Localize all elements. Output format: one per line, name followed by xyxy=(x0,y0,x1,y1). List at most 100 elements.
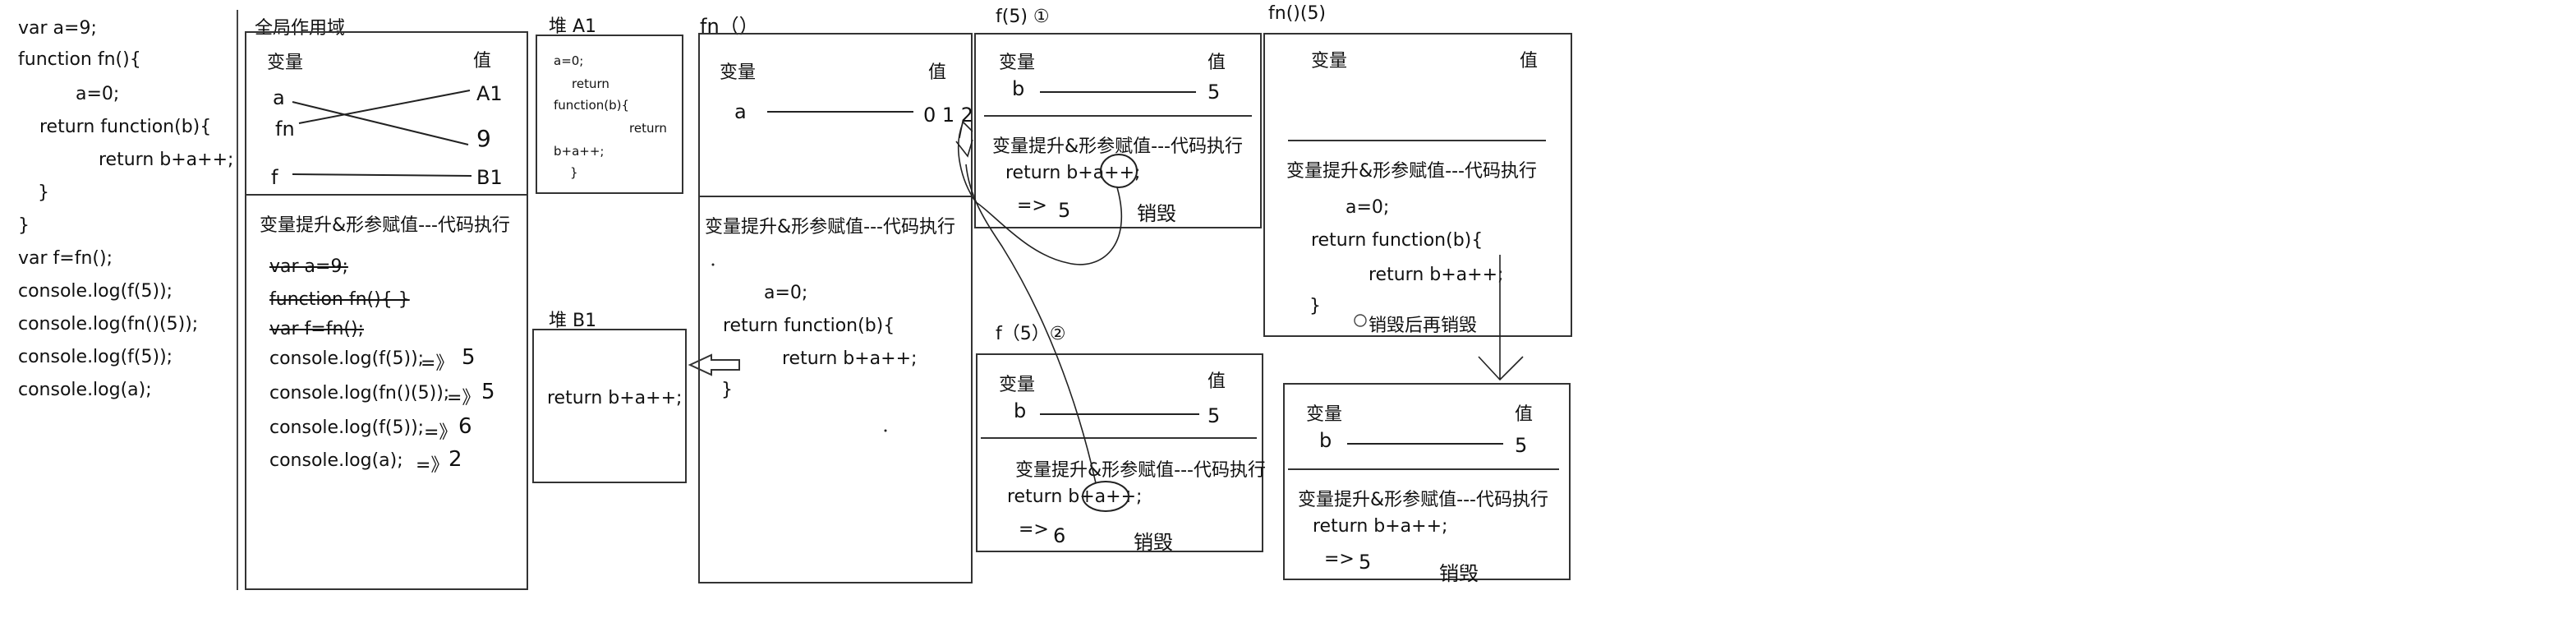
f5-second-arrow: => xyxy=(1019,519,1049,540)
fn5-divider xyxy=(1288,140,1546,141)
arrow-to-heap-b1 xyxy=(688,353,740,376)
code-line: console.log(f(5)); xyxy=(18,347,173,367)
global-val-9: 9 xyxy=(476,125,491,152)
heap-b1-content: return b+a++; xyxy=(547,388,683,408)
f5-first-box xyxy=(974,33,1262,228)
code-line: } xyxy=(18,215,30,236)
f5-second-line: return b+a++; xyxy=(1007,487,1143,507)
fn5-val-header: 值 xyxy=(1520,51,1539,71)
inner-val-header: 值 xyxy=(1515,404,1534,425)
heap-a1-line: } xyxy=(570,165,578,180)
inner-divider xyxy=(1288,468,1559,470)
fn5-line: a=0; xyxy=(1346,197,1390,218)
fn-val-header: 值 xyxy=(928,62,947,83)
code-line: console.log(f(5)); xyxy=(18,281,173,302)
inner-line: return b+a++; xyxy=(1313,516,1448,537)
curve-back-to-a xyxy=(958,122,1122,265)
f5-second-var-b: b xyxy=(1014,399,1027,422)
fn5-line: return b+a++; xyxy=(1368,265,1504,285)
inner-var-b: b xyxy=(1319,429,1332,452)
f5-first-val-header: 值 xyxy=(1208,53,1226,73)
code-line: console.log(fn()(5)); xyxy=(18,314,199,334)
code-line: var a=9; xyxy=(18,18,97,39)
global-var-fn: fn xyxy=(275,118,295,141)
f5-first-title: f(5) ① xyxy=(996,7,1050,27)
result-value: 2 xyxy=(448,447,462,472)
fn5-line: } xyxy=(1309,296,1321,316)
result-value: 5 xyxy=(462,345,476,370)
f5-first-destroy: 销毁 xyxy=(1137,202,1176,225)
global-line: console.log(f(5)); xyxy=(269,417,425,438)
global-var-a: a xyxy=(273,86,285,109)
global-var-f: f xyxy=(271,166,278,189)
heap-a1-box xyxy=(536,35,683,194)
f5-first-var-b: b xyxy=(1012,77,1025,100)
global-var-header: 变量 xyxy=(267,53,304,73)
inner-call-box xyxy=(1283,383,1571,580)
code-line: console.log(a); xyxy=(18,380,152,400)
code-line: } xyxy=(38,182,49,203)
inner-val-b: 5 xyxy=(1515,434,1528,457)
global-val-header: 值 xyxy=(473,51,492,71)
code-line: a=0; xyxy=(76,84,120,104)
result-value: 6 xyxy=(458,414,472,439)
heap-a1-line: return xyxy=(629,121,667,136)
fn5-box xyxy=(1263,33,1572,337)
result-value: 5 xyxy=(481,380,495,404)
f5-first-var-header: 变量 xyxy=(999,53,1036,73)
global-line: console.log(fn()(5)); xyxy=(269,383,450,404)
f5-second-destroy: 销毁 xyxy=(1134,531,1173,554)
inner-var-header: 变量 xyxy=(1306,404,1343,425)
global-line: console.log(a); xyxy=(269,450,403,471)
heap-a1-line: function(b){ xyxy=(554,98,630,113)
inner-arrow: => xyxy=(1324,549,1355,570)
code-line: return function(b){ xyxy=(39,117,212,137)
result-arrow: =》 xyxy=(447,388,481,408)
global-line-hoisted: function fn(){ } xyxy=(269,289,410,310)
link-f-to-b1 xyxy=(292,173,472,177)
result-arrow: =》 xyxy=(424,422,458,443)
heap-b1-box xyxy=(532,329,687,483)
f5-second-val-b: 5 xyxy=(1208,404,1221,427)
heap-a1-line: b+a++; xyxy=(554,144,605,159)
code-line: function fn(){ xyxy=(18,49,141,70)
global-section-title: 变量提升&形参赋值---代码执行 xyxy=(260,215,510,236)
arrow-fn5-head xyxy=(1478,356,1524,381)
code-line: var f=fn(); xyxy=(18,248,113,269)
f5-second-section-title: 变量提升&形参赋值---代码执行 xyxy=(1015,460,1266,481)
f5-first-val-b: 5 xyxy=(1208,81,1221,104)
inner-destroy: 销毁 xyxy=(1439,562,1479,585)
global-line-hoisted: var f=fn(); xyxy=(269,319,364,339)
f5-first-line: return b+a++; xyxy=(1005,163,1141,183)
fn-line: } xyxy=(721,380,733,400)
global-val-a1: A1 xyxy=(476,82,503,105)
f5-second-divider xyxy=(981,437,1257,439)
link-fn-to-a1 xyxy=(298,90,471,124)
f5-first-arrow: => xyxy=(1017,196,1047,216)
fn-var-a: a xyxy=(734,100,747,123)
fn-value-tick xyxy=(955,139,973,158)
f5-second-title: f（5）② xyxy=(996,324,1066,344)
fn-var-header: 变量 xyxy=(720,62,757,83)
fn-line: a=0; xyxy=(764,283,808,303)
global-line-hoisted: var a=9; xyxy=(269,256,348,277)
curve-arrowhead xyxy=(959,120,973,139)
note-bubble-icon xyxy=(1354,314,1367,327)
f5-second-box xyxy=(976,353,1263,552)
fn5-destroy-note: 销毁后再销毁 xyxy=(1368,316,1478,336)
f5-first-section-title: 变量提升&形参赋值---代码执行 xyxy=(992,136,1243,157)
heap-a1-line: return xyxy=(572,76,610,91)
circle-a-increment-first xyxy=(1100,154,1138,188)
code-line: return b+a++; xyxy=(99,150,234,170)
fn-line: return function(b){ xyxy=(723,316,895,336)
result-arrow: =》 xyxy=(416,455,449,476)
global-scope-box xyxy=(245,31,528,590)
inner-result: 5 xyxy=(1359,551,1372,574)
global-val-b1: B1 xyxy=(476,166,503,189)
fn5-line: return function(b){ xyxy=(1311,230,1484,251)
f5-second-var-header: 变量 xyxy=(999,375,1036,395)
fn-box xyxy=(698,33,973,583)
f5-second-val-header: 值 xyxy=(1208,371,1226,392)
fn-divider xyxy=(698,196,973,197)
circle-a-increment-second xyxy=(1082,481,1129,512)
